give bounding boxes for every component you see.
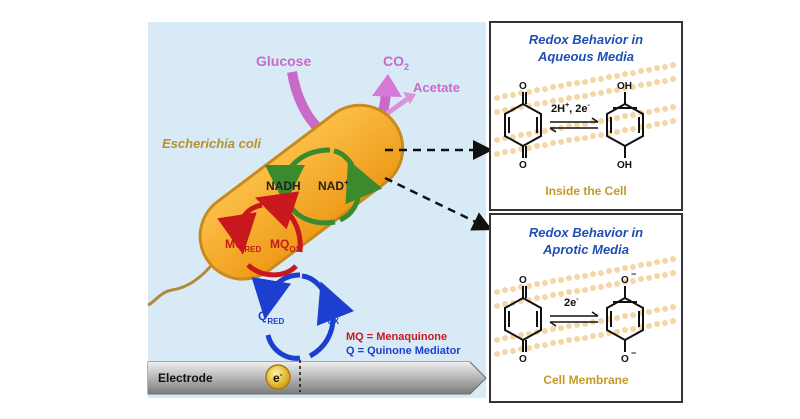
hydroquinone-oh-lower: OH (617, 160, 632, 171)
electron-icon (265, 364, 291, 390)
quinone-bottom-o-lower: O (519, 354, 527, 365)
acetate-label: Acetate (413, 80, 460, 95)
organism-label: Escherichia coli (162, 136, 261, 151)
dianion-minus-upper: − (631, 269, 636, 279)
quinone-top-o-lower: O (519, 160, 527, 171)
panel-bottom-title-line1: Redox Behavior in (529, 225, 643, 240)
q-cycle (251, 272, 355, 361)
dianion-minus-lower: − (631, 348, 636, 358)
electrode (147, 361, 487, 395)
nad-label: NAD+ (318, 178, 349, 193)
hydroquinone-structure (606, 92, 644, 158)
co2-arrowhead (372, 74, 402, 97)
dianion-o-lower: O (621, 354, 629, 365)
panel-bottom-border (489, 213, 683, 403)
dianion-structure (606, 286, 644, 352)
panel-bottom-reagent: 2e- (564, 296, 579, 309)
electron-label: e- (273, 370, 283, 385)
acetate-arrowhead (403, 92, 416, 104)
panel-top-title-line1: Redox Behavior in (529, 32, 643, 47)
electrode-label: Electrode (158, 371, 213, 385)
co2-label: CO2 (383, 53, 409, 72)
legend-mq: MQ = Menaquinone (346, 331, 447, 343)
panel-top-caption: Inside the Cell (545, 184, 626, 198)
panel-top-title-line2: Aqueous Media (537, 49, 634, 64)
glucose-label: Glucose (256, 53, 311, 69)
mq-red-label: MQRED (225, 237, 261, 254)
mq-cycle (217, 191, 303, 278)
equilibrium-arrows-bottom (549, 311, 599, 327)
connector-arrow-bottom (384, 176, 493, 231)
flagellum (147, 261, 216, 307)
quinone-bottom-o-upper: O (519, 275, 527, 286)
panel-bottom-title-line2: Aprotic Media (542, 242, 629, 257)
panel-bottom-caption: Cell Membrane (543, 373, 629, 387)
nadh-label: NADH (266, 179, 301, 193)
panel-top-border (489, 21, 683, 211)
q-ox-label: QOX (318, 309, 340, 326)
quinone-structure-bottom (504, 286, 542, 352)
quinone-structure-top (504, 92, 542, 158)
nadh-cycle (265, 147, 383, 226)
equilibrium-arrows-top (549, 117, 599, 133)
legend-q: Q = Quinone Mediator (346, 345, 461, 357)
mq-ox-label: MQOX (270, 237, 302, 254)
panel-top-reagent: 2H+, 2e- (551, 102, 591, 115)
dianion-o-upper: O (621, 275, 629, 286)
hydroquinone-oh-upper: OH (617, 81, 632, 92)
q-red-label: QRED (258, 309, 284, 326)
quinone-top-o-upper: O (519, 81, 527, 92)
